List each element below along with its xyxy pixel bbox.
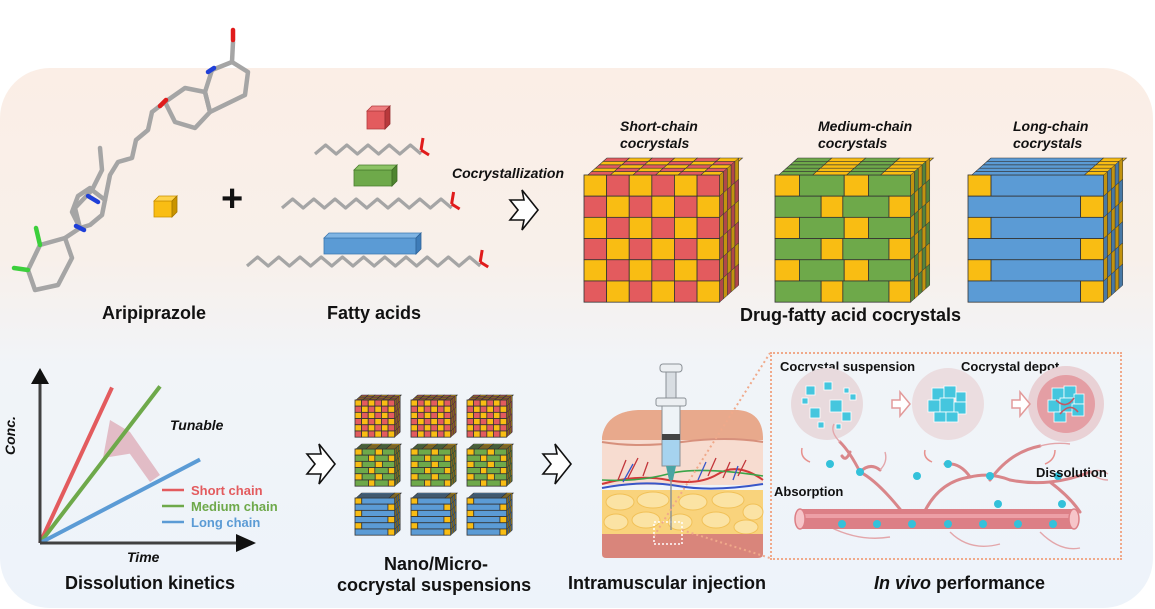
tunable-label: Tunable <box>170 417 224 433</box>
dissolution-annotation: Dissolution <box>1036 465 1107 480</box>
short-chain-title-line1: Short-chain <box>620 118 698 134</box>
fatty-acid-chain-2 <box>245 255 482 268</box>
long-chain-title: Long-chain cocrystals <box>1013 118 1088 152</box>
series-line-medium-chain <box>38 385 162 545</box>
suspensions-label-line2: cocrystal suspensions <box>337 575 532 595</box>
in-vivo-illustration <box>791 366 1109 550</box>
suspensions-label-line1: Nano/Micro- <box>384 554 489 574</box>
cocrystallization-label: Cocrystallization <box>452 165 565 181</box>
legend-medium-chain: Medium chain <box>191 499 278 514</box>
skin-layer <box>602 410 763 447</box>
absorption-annotation: Absorption <box>774 484 844 499</box>
long-chain-title-line1: Long-chain <box>1013 118 1089 134</box>
in-vivo-detail-box <box>770 352 1122 560</box>
suspension-cubes-grid <box>354 394 515 536</box>
hydroxyl-oxygen-0 <box>420 148 430 157</box>
mini-cube-long <box>410 492 459 536</box>
tunable-arrow-icon <box>103 420 160 482</box>
dissolution-chart <box>31 368 256 552</box>
short-chain-cocrystal-cube <box>583 157 744 303</box>
mini-cube-brick <box>466 443 515 487</box>
legend-short-chain: Short chain <box>191 483 263 498</box>
suspensions-label: Nano/Micro- <box>350 554 500 575</box>
x-axis-label: Time <box>127 549 160 565</box>
arrow-to-suspensions-icon <box>305 443 337 485</box>
carbonyl-oxygen-1 <box>450 191 456 205</box>
aripiprazole-structure <box>11 27 251 293</box>
short-chain-block-icon <box>366 105 391 130</box>
syringe-icon <box>655 363 687 530</box>
stage-arrow-icon <box>1011 389 1031 419</box>
stage-arrow-icon <box>891 389 911 419</box>
long-chain-cocrystal-cube <box>967 157 1128 303</box>
series-line-short-chain <box>38 386 114 544</box>
hydroxyl-oxygen-1 <box>450 202 461 211</box>
blue-vessel <box>601 482 764 490</box>
medium-chain-title-line2: cocrystals <box>818 135 888 151</box>
arrow-to-injection-icon <box>541 443 573 485</box>
carbonyl-oxygen-0 <box>419 137 425 151</box>
mini-cube-long <box>354 492 403 536</box>
hydroxyl-oxygen-2 <box>479 260 489 269</box>
plus-symbol: + <box>221 178 244 220</box>
mini-cube-brick <box>410 443 459 487</box>
short-chain-title: Short-chain cocrystals <box>620 118 698 152</box>
fatty-acid-chain-1 <box>280 197 453 210</box>
legend-long-chain: Long chain <box>191 515 261 530</box>
injection-label: Intramuscular injection <box>568 573 767 593</box>
dissolution-kinetics-label: Dissolution kinetics <box>65 573 236 593</box>
drug-cube-icon <box>153 195 178 218</box>
aripiprazole-label: Aripiprazole <box>102 303 207 323</box>
long-chain-title-line2: cocrystals <box>1013 135 1083 151</box>
series-line-long-chain <box>39 457 201 545</box>
stage2-label: Cocrystal depot <box>961 359 1060 374</box>
fatty-acids-label: Fatty acids <box>327 303 422 323</box>
medium-chain-title-line1: Medium-chain <box>818 118 913 134</box>
fatty-acid-chain-0 <box>313 143 423 156</box>
mini-cube-long <box>466 492 515 536</box>
process-arrow-icon <box>508 189 540 231</box>
medium-chain-block-icon <box>353 164 398 187</box>
x-axis-arrow-icon <box>236 534 256 552</box>
muscle-layer <box>602 534 763 558</box>
injection-site-highlight <box>653 521 683 545</box>
medium-chain-title: Medium-chain cocrystals <box>818 118 912 152</box>
mini-cube-checker <box>466 394 515 438</box>
carbonyl-oxygen-2 <box>478 249 484 263</box>
long-chain-block-icon <box>323 232 422 255</box>
drug-molecule-dots <box>826 460 1066 528</box>
y-axis-arrow-icon <box>31 368 49 384</box>
short-chain-title-line2: cocrystals <box>620 135 690 151</box>
red-vessel <box>601 468 764 485</box>
medium-chain-cocrystal-cube <box>774 157 935 303</box>
in-vivo-label-rest: performance <box>931 573 1046 593</box>
stage1-label: Cocrystal suspension <box>780 359 916 374</box>
mini-cube-checker <box>410 394 459 438</box>
in-vivo-label-italic: In vivo <box>874 573 932 593</box>
mini-cube-checker <box>354 394 403 438</box>
cocrystals-label: Drug-fatty acid cocrystals <box>740 305 962 325</box>
in-vivo-label: In vivo performance <box>874 573 1045 594</box>
mini-cube-brick <box>354 443 403 487</box>
